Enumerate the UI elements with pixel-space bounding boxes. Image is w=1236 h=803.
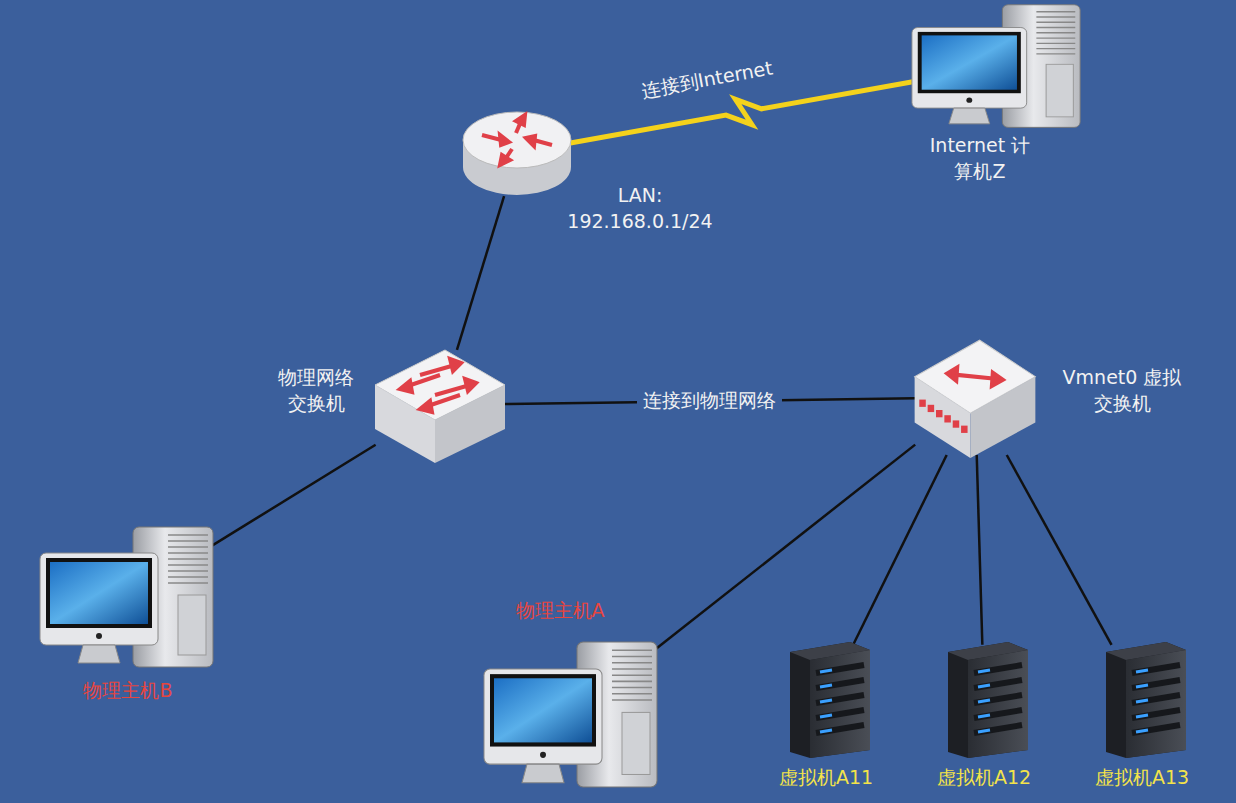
node-label: 虚拟机A13 — [1072, 765, 1212, 791]
network-cable — [977, 455, 983, 645]
network-cable — [1007, 455, 1112, 645]
network-cable — [853, 455, 946, 645]
network-cable — [211, 445, 376, 547]
node-label: Internet 计算机Z — [925, 133, 1035, 184]
node-label: 虚拟机A11 — [756, 765, 896, 791]
node-label: 物理主机A — [480, 598, 640, 624]
link-label: 连接到物理网络 — [637, 388, 782, 414]
server-icon — [780, 640, 872, 760]
computer-icon — [482, 640, 662, 790]
switch-icon — [370, 345, 510, 465]
server-icon — [938, 640, 1030, 760]
server-node: 虚拟机A13 — [1096, 640, 1188, 760]
network-cable — [655, 445, 915, 650]
router-icon — [460, 105, 575, 200]
virtual-switch-node: Vmnet0 虚拟交换机 — [910, 335, 1040, 460]
node-label: 虚拟机A12 — [914, 765, 1054, 791]
computer-node: 物理主机A — [482, 640, 662, 790]
computer-icon — [38, 525, 218, 670]
node-label: 物理网络 交换机 — [266, 365, 366, 416]
server-icon — [1096, 640, 1188, 760]
server-node: 虚拟机A12 — [938, 640, 1030, 760]
computer-node: Internet 计算机Z — [910, 3, 1085, 130]
server-node: 虚拟机A11 — [780, 640, 872, 760]
virtual-switch-icon — [910, 335, 1040, 460]
computer-icon — [910, 3, 1085, 130]
link-label: 连接到Internet — [634, 54, 781, 105]
node-label: 物理主机B — [48, 678, 208, 704]
switch-node: 物理网络 交换机 — [370, 345, 510, 465]
network-cable — [457, 196, 504, 350]
lightning-link — [570, 81, 917, 143]
node-label: LAN: 192.168.0.1/24 — [560, 183, 720, 234]
computer-node: 物理主机B — [38, 525, 218, 670]
node-label: Vmnet0 虚拟交换机 — [1062, 365, 1182, 416]
router-node: LAN: 192.168.0.1/24 — [460, 105, 575, 200]
